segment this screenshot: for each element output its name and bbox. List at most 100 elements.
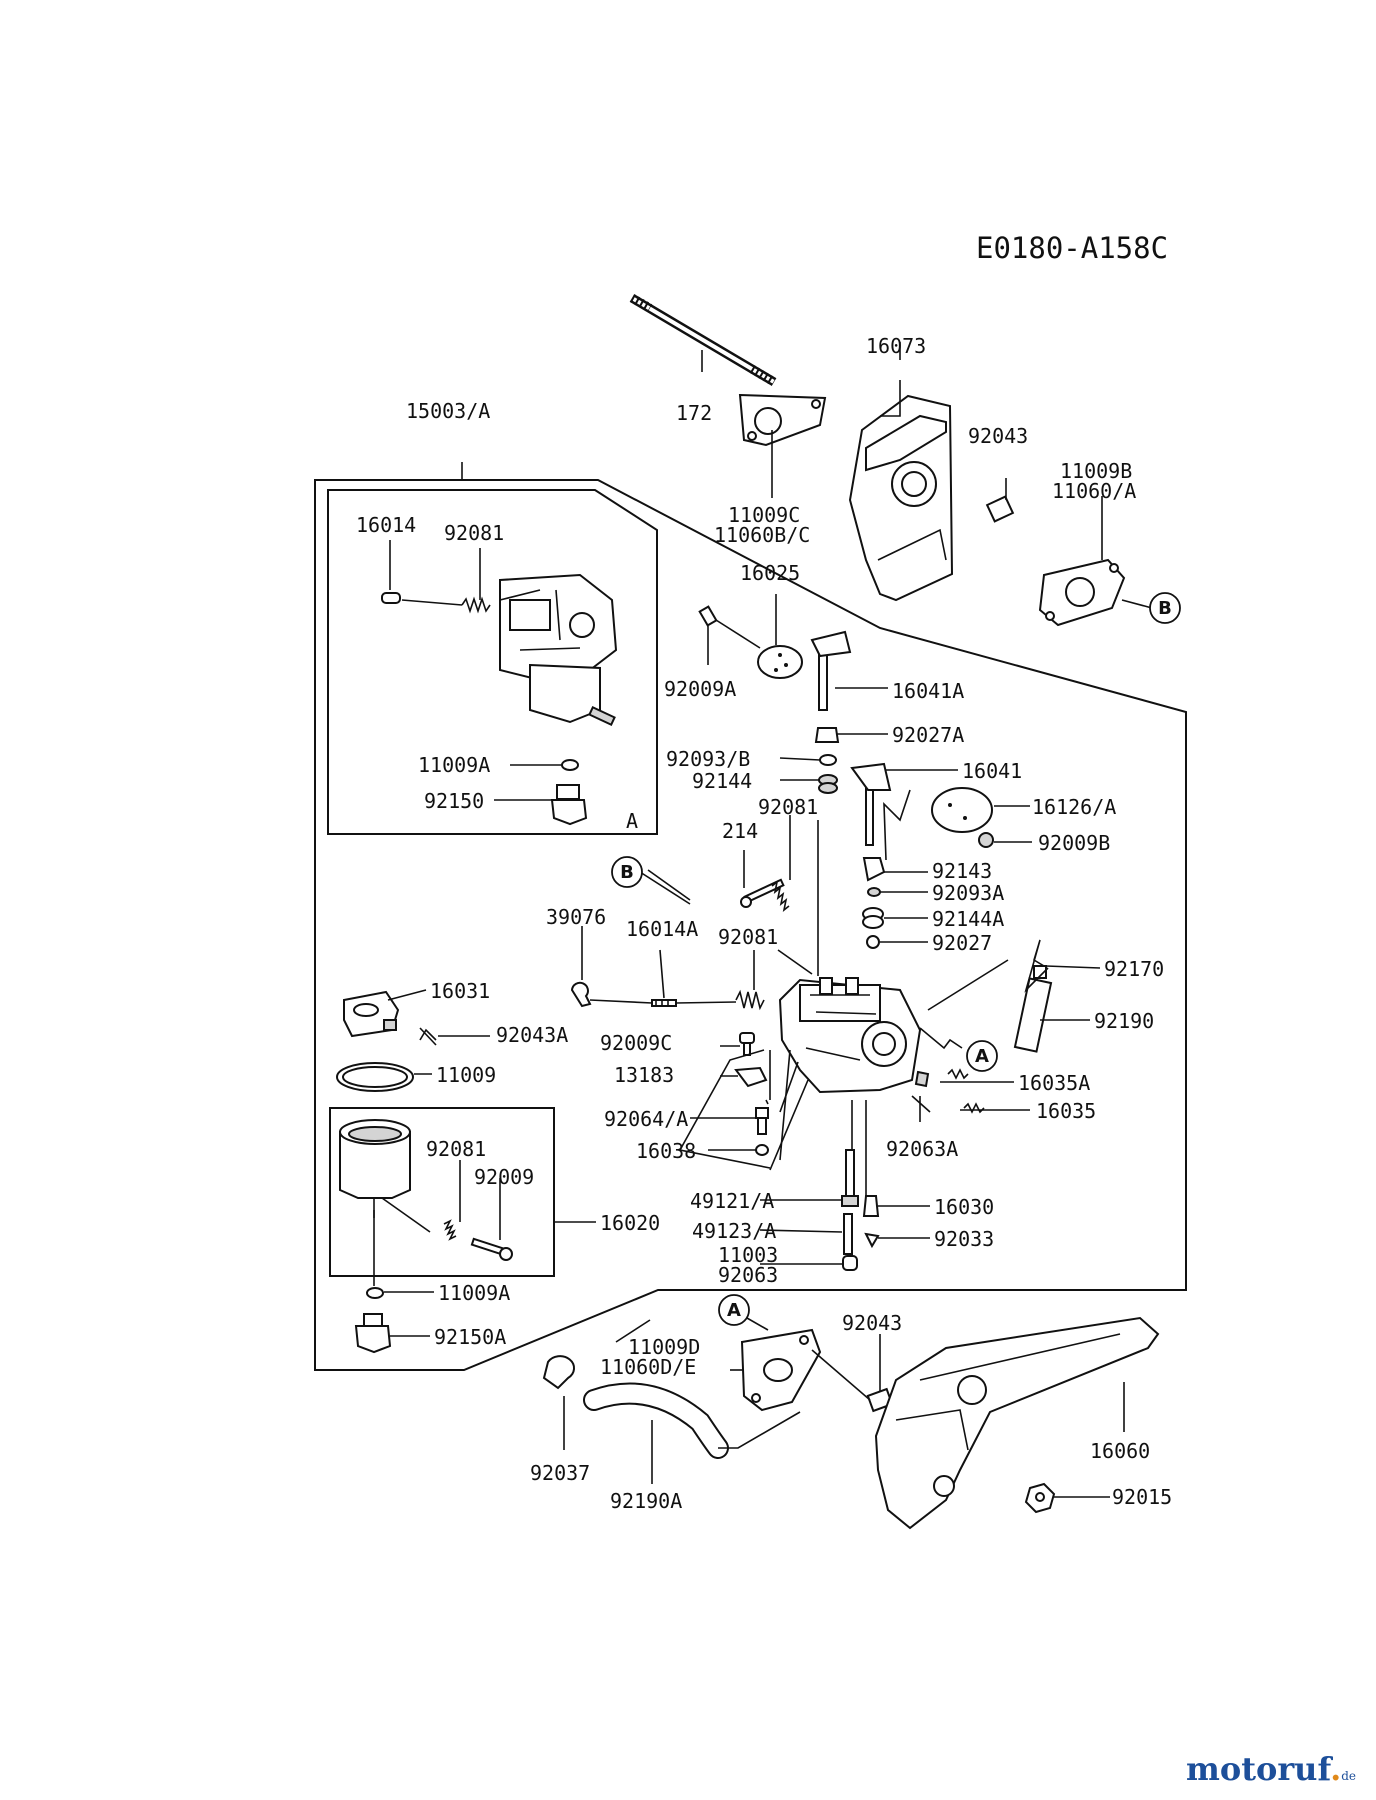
label-16035a: 16035A bbox=[1018, 1071, 1090, 1095]
screw-92009c bbox=[739, 1032, 755, 1056]
screw-92009a bbox=[698, 605, 718, 627]
label-92027: 92027 bbox=[932, 931, 992, 955]
label-92063a: 92063A bbox=[886, 1137, 958, 1161]
svg-text:A: A bbox=[727, 1300, 741, 1321]
label-92190: 92190 bbox=[1094, 1009, 1154, 1033]
sub-assembly-a-frame bbox=[327, 489, 658, 835]
label-92081-a: 92081 bbox=[444, 521, 504, 545]
seal-92027a bbox=[814, 727, 840, 743]
spring-92081-a bbox=[461, 596, 491, 614]
label-16020: 16020 bbox=[600, 1211, 660, 1235]
label-11009c: 11009C bbox=[728, 503, 800, 527]
spring-92081-c bbox=[735, 989, 765, 1011]
label-16014a: 16014A bbox=[626, 917, 698, 941]
label-92190a: 92190A bbox=[610, 1489, 682, 1513]
needle-16030 bbox=[862, 1195, 880, 1217]
label-92170: 92170 bbox=[1104, 957, 1164, 981]
label-92027a: 92027A bbox=[892, 723, 964, 747]
jet-49123a bbox=[843, 1213, 853, 1255]
collar-92093b bbox=[819, 754, 837, 766]
collar-16031 bbox=[343, 990, 400, 1038]
sub-assembly-a-tag: A bbox=[626, 809, 638, 833]
diagram-code: E0180-A158C bbox=[976, 231, 1168, 265]
label-92150a: 92150A bbox=[434, 1325, 506, 1349]
oring-16038 bbox=[755, 1144, 769, 1156]
nozzle-49121a bbox=[841, 1149, 859, 1207]
float-bowl-16020 bbox=[339, 1119, 411, 1199]
label-16038: 16038 bbox=[636, 1139, 696, 1163]
label-16041a: 16041A bbox=[892, 679, 964, 703]
gasket-11009d bbox=[740, 1328, 822, 1412]
watermark-logo: motoruf.de bbox=[1185, 1750, 1356, 1788]
label-92143: 92143 bbox=[932, 859, 992, 883]
label-16041: 16041 bbox=[962, 759, 1022, 783]
label-11060a: 11060/A bbox=[1052, 479, 1136, 503]
label-16035: 16035 bbox=[1036, 1099, 1096, 1123]
label-92009: 92009 bbox=[474, 1165, 534, 1189]
assembly-15003-frame bbox=[314, 479, 1187, 1371]
label-214: 214 bbox=[722, 819, 758, 843]
carburetor-assembly-small bbox=[499, 573, 618, 724]
washer-11009a-b bbox=[366, 1287, 384, 1299]
spring-16035 bbox=[963, 1102, 985, 1114]
pin-92063a bbox=[914, 1070, 930, 1088]
clip-39076 bbox=[570, 981, 592, 1008]
label-11009d: 11009D bbox=[628, 1335, 700, 1359]
svg-text:B: B bbox=[620, 862, 634, 883]
screw-16014a bbox=[651, 999, 677, 1007]
clamp-92037 bbox=[542, 1355, 575, 1390]
spring-16035a bbox=[947, 1068, 969, 1080]
label-92150: 92150 bbox=[424, 789, 484, 813]
label-49123a: 49123/A bbox=[692, 1219, 776, 1243]
spring-92144a bbox=[862, 907, 884, 929]
label-11060bc: 11060B/C bbox=[714, 523, 810, 547]
label-92081-b: 92081 bbox=[758, 795, 818, 819]
callout-a-bottom: A bbox=[718, 1294, 750, 1326]
label-92015: 92015 bbox=[1112, 1485, 1172, 1509]
callout-b-mid: B bbox=[611, 856, 691, 905]
spring-92144 bbox=[818, 774, 838, 794]
screw-16014 bbox=[381, 592, 401, 604]
label-16025: 16025 bbox=[740, 561, 800, 585]
svg-text:B: B bbox=[1158, 598, 1172, 619]
sub-assembly-16020-frame bbox=[329, 1107, 555, 1277]
label-92144a: 92144A bbox=[932, 907, 1004, 931]
label-13183: 13183 bbox=[614, 1063, 674, 1087]
screw-bottom-a bbox=[588, 705, 616, 727]
label-15003a: 15003/A bbox=[406, 399, 490, 423]
dowel-92043-top bbox=[985, 495, 1015, 523]
label-92093b: 92093/B bbox=[666, 747, 750, 771]
label-92037: 92037 bbox=[530, 1461, 590, 1485]
seal-92027 bbox=[866, 935, 880, 949]
label-92009b: 92009B bbox=[1038, 831, 1110, 855]
label-92144: 92144 bbox=[692, 769, 752, 793]
collar-92093a bbox=[867, 887, 881, 897]
label-92043-top: 92043 bbox=[968, 424, 1028, 448]
washer-11009a-a bbox=[561, 759, 579, 771]
carburetor-body bbox=[778, 977, 922, 1094]
gasket-11009b bbox=[1038, 558, 1126, 627]
plug-92150a bbox=[354, 1313, 392, 1354]
leader-lines bbox=[373, 342, 1125, 1498]
gasket-11009 bbox=[336, 1062, 414, 1092]
part-labels: 16073 172 15003/A 92043 11009B 11060/A 1… bbox=[356, 334, 1172, 1513]
label-172: 172 bbox=[676, 401, 712, 425]
label-16014: 16014 bbox=[356, 513, 416, 537]
label-11009b: 11009B bbox=[1060, 459, 1132, 483]
label-16126a: 16126/A bbox=[1032, 795, 1116, 819]
label-92009a: 92009A bbox=[664, 677, 736, 701]
label-11009a-a: 11009A bbox=[418, 753, 490, 777]
jet-11003-92063 bbox=[842, 1255, 858, 1271]
label-49121a: 49121/A bbox=[690, 1189, 774, 1213]
air-bracket-16060 bbox=[874, 1316, 1160, 1530]
label-11009a-b: 11009A bbox=[438, 1281, 510, 1305]
label-11003: 11003 bbox=[718, 1243, 778, 1267]
spring-92081-b bbox=[771, 880, 790, 912]
label-92081-c: 92081 bbox=[718, 925, 778, 949]
label-92009c: 92009C bbox=[600, 1031, 672, 1055]
choke-plate-16025 bbox=[757, 645, 803, 679]
label-16073: 16073 bbox=[866, 334, 926, 358]
label-39076: 39076 bbox=[546, 905, 606, 929]
sleeve-92170 bbox=[1033, 965, 1047, 979]
